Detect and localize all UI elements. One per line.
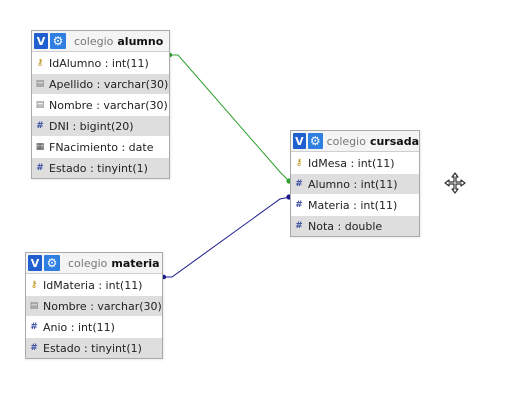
field-row-estado[interactable]: # Estado : tinyint(1) xyxy=(32,157,169,178)
table-name: cursada xyxy=(369,134,419,148)
field-row-nombre[interactable]: ▤ Nombre : varchar(30) xyxy=(32,94,169,115)
field-label: Nota : double xyxy=(308,219,383,233)
number-field-icon: # xyxy=(30,343,38,353)
field-label: IdMesa : int(11) xyxy=(308,156,395,170)
field-label: Anio : int(11) xyxy=(43,320,115,334)
field-label: Nombre : varchar(30) xyxy=(49,98,168,112)
move-arrows-icon xyxy=(444,172,466,194)
toggle-columns-button[interactable]: V xyxy=(293,133,306,149)
table-materia-header[interactable]: V ⚙ colegio materia xyxy=(26,253,162,274)
field-row-dni[interactable]: # DNI : bigint(20) xyxy=(32,115,169,136)
table-alumno-header[interactable]: V ⚙ colegio alumno xyxy=(32,31,169,52)
number-field-icon: # xyxy=(36,121,44,131)
field-row-idalumno[interactable]: ⚷ IdAlumno : int(11) xyxy=(32,52,169,73)
text-field-icon: ▤ xyxy=(35,79,45,89)
toggle-columns-button[interactable]: V xyxy=(28,255,42,271)
field-label: IdMateria : int(11) xyxy=(43,278,143,292)
field-row-fnacimiento[interactable]: ▦ FNacimiento : date xyxy=(32,136,169,157)
key-icon: ⚷ xyxy=(30,280,38,290)
text-field-icon: ▤ xyxy=(35,100,45,110)
gear-icon[interactable]: ⚙ xyxy=(50,33,66,49)
relation-line-materia-cursada[interactable] xyxy=(162,196,291,278)
gear-icon[interactable]: ⚙ xyxy=(307,133,323,149)
field-label: Nombre : varchar(30) xyxy=(43,299,162,313)
field-row-nombre[interactable]: ▤ Nombre : varchar(30) xyxy=(26,295,162,316)
table-materia[interactable]: V ⚙ colegio materia ⚷ IdMateria : int(11… xyxy=(25,252,163,359)
number-field-icon: # xyxy=(36,163,44,173)
number-field-icon: # xyxy=(295,200,303,210)
field-label: Apellido : varchar(30) xyxy=(49,77,169,91)
toggle-columns-button[interactable]: V xyxy=(34,33,48,49)
field-row-anio[interactable]: # Anio : int(11) xyxy=(26,316,162,337)
field-label: Materia : int(11) xyxy=(308,198,398,212)
field-label: Alumno : int(11) xyxy=(308,177,398,191)
relation-line-alumno-cursada[interactable] xyxy=(168,54,291,183)
field-row-idmateria[interactable]: ⚷ IdMateria : int(11) xyxy=(26,274,162,295)
table-name: materia xyxy=(111,256,160,270)
table-db-name: colegio xyxy=(326,134,366,148)
number-field-icon: # xyxy=(30,322,38,332)
table-db-name: colegio xyxy=(68,256,108,270)
relation-materia-cursada[interactable] xyxy=(161,194,292,280)
relation-alumno-cursada[interactable] xyxy=(167,52,292,184)
field-label: IdAlumno : int(11) xyxy=(49,56,149,70)
field-row-apellido[interactable]: ▤ Apellido : varchar(30) xyxy=(32,73,169,94)
table-name: alumno xyxy=(117,34,164,48)
field-row-alumno[interactable]: # Alumno : int(11) xyxy=(291,173,419,194)
key-icon: ⚷ xyxy=(295,158,303,168)
text-field-icon: ▤ xyxy=(29,301,39,311)
field-row-nota[interactable]: # Nota : double xyxy=(291,215,419,236)
gear-icon[interactable]: ⚙ xyxy=(44,255,60,271)
field-label: DNI : bigint(20) xyxy=(49,119,134,133)
field-row-materia[interactable]: # Materia : int(11) xyxy=(291,194,419,215)
field-row-idmesa[interactable]: ⚷ IdMesa : int(11) xyxy=(291,152,419,173)
table-cursada[interactable]: V ⚙ colegio cursada ⚷ IdMesa : int(11) #… xyxy=(290,130,420,237)
field-label: FNacimiento : date xyxy=(49,140,154,154)
table-db-name: colegio xyxy=(74,34,114,48)
number-field-icon: # xyxy=(295,221,303,231)
field-row-estado[interactable]: # Estado : tinyint(1) xyxy=(26,337,162,358)
table-cursada-header[interactable]: V ⚙ colegio cursada xyxy=(291,131,419,152)
table-alumno[interactable]: V ⚙ colegio alumno ⚷ IdAlumno : int(11) … xyxy=(31,30,170,179)
field-label: Estado : tinyint(1) xyxy=(43,341,142,355)
key-icon: ⚷ xyxy=(36,58,44,68)
field-label: Estado : tinyint(1) xyxy=(49,161,148,175)
number-field-icon: # xyxy=(295,179,303,189)
date-field-icon: ▦ xyxy=(35,142,45,152)
